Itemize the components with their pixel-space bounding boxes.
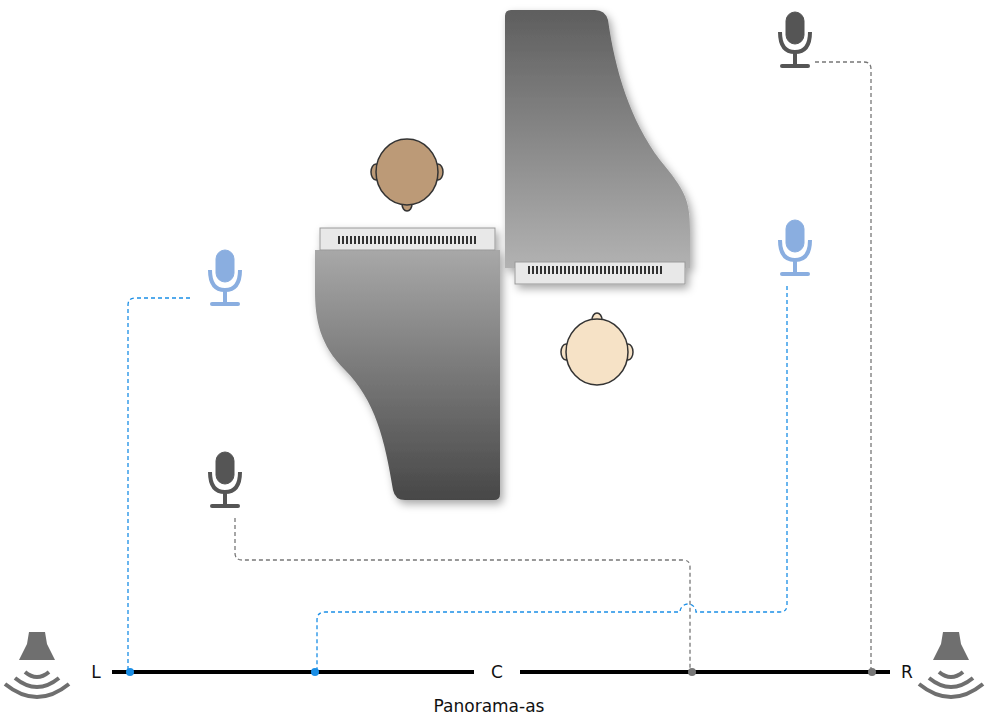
axis-title: Panorama-as [432,696,547,716]
pianist-head [371,139,443,211]
speaker [5,632,69,697]
piano-right [505,10,690,284]
microphone [780,12,810,66]
microphone [210,250,240,304]
pan-position-label: C [489,662,505,682]
microphone [210,452,240,506]
microphone [780,220,810,274]
mic-wires [128,62,871,672]
pan-position-label: R [899,662,915,682]
piano-left [315,228,500,500]
speaker [919,632,983,697]
pan-position-label: L [89,662,102,682]
pianist-head [561,313,633,385]
